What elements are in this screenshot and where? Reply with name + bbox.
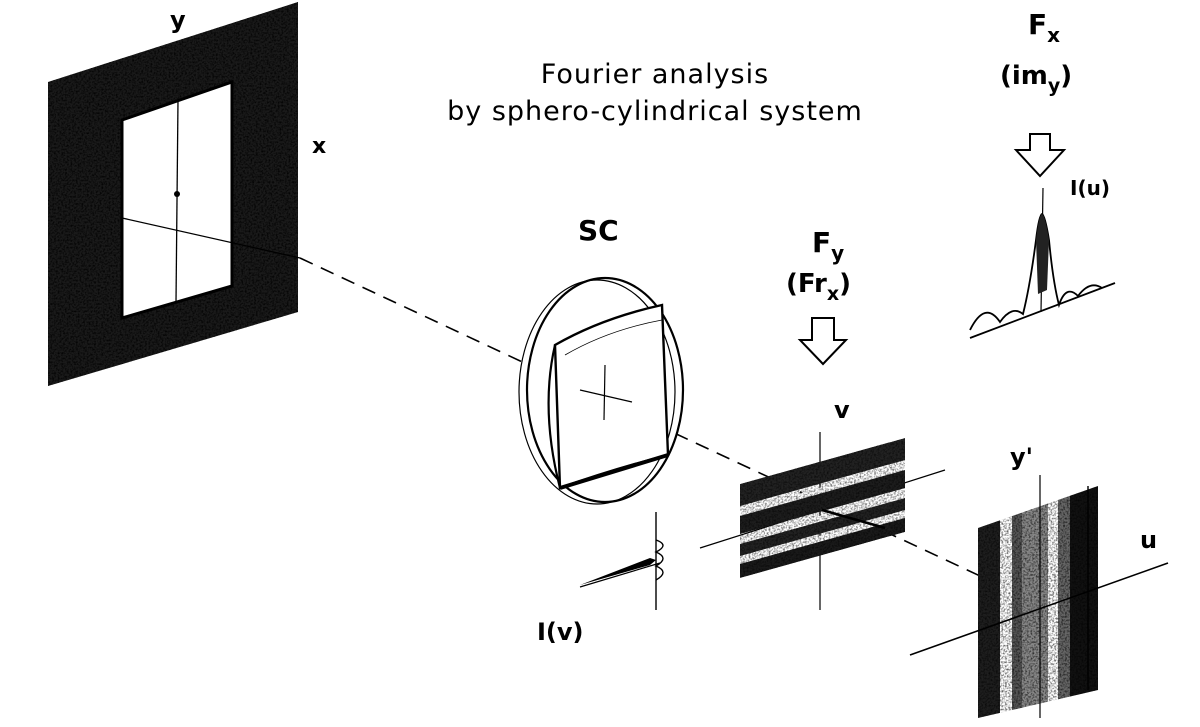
sc-label: SC xyxy=(578,214,619,247)
iv-side-lobes xyxy=(654,539,664,581)
frx-label: (Frx) xyxy=(786,269,851,305)
lens-highlight xyxy=(564,319,663,356)
output-plane-bars xyxy=(909,475,1169,718)
lens-cross-h xyxy=(579,389,633,403)
imy-label: (imy) xyxy=(1000,61,1072,97)
fx-down-arrow-icon xyxy=(1013,133,1067,178)
lens-cylinder-edge xyxy=(547,344,562,489)
sphero-cylindrical-lens xyxy=(518,276,685,505)
input-plane xyxy=(48,2,301,386)
lens-base-edge xyxy=(559,453,669,490)
input-axis-y xyxy=(175,99,179,303)
input-y-label: y xyxy=(170,6,186,34)
iu-baseline xyxy=(969,282,1116,339)
iv-label: I(v) xyxy=(537,618,584,646)
input-center xyxy=(174,191,180,197)
v-plane-spot-streak xyxy=(821,508,886,530)
lens-cross-v xyxy=(603,364,606,421)
u-axis xyxy=(909,562,1169,656)
u-label: u xyxy=(1140,526,1157,554)
iu-intensity-profile xyxy=(969,187,1116,339)
title-line-2: by sphero-cylindrical system xyxy=(447,96,863,127)
y-prime-label: y' xyxy=(1010,443,1033,471)
v-label: v xyxy=(834,396,850,424)
fy-down-arrow-icon xyxy=(797,317,849,366)
lens-sphere-back-rim xyxy=(518,279,676,505)
iv-spike xyxy=(580,558,656,585)
iv-intensity-profile xyxy=(579,512,664,610)
input-axis-x xyxy=(121,217,301,259)
iv-baseline xyxy=(579,562,661,588)
fy-label: Fy xyxy=(812,226,844,265)
iu-label: I(u) xyxy=(1070,176,1110,200)
title-line-1: Fourier analysis xyxy=(541,59,769,90)
input-x-label: x xyxy=(312,134,326,159)
iu-central-peak xyxy=(1036,214,1049,294)
v-plane-stripes xyxy=(699,432,946,610)
fx-label: Fx xyxy=(1028,8,1060,47)
